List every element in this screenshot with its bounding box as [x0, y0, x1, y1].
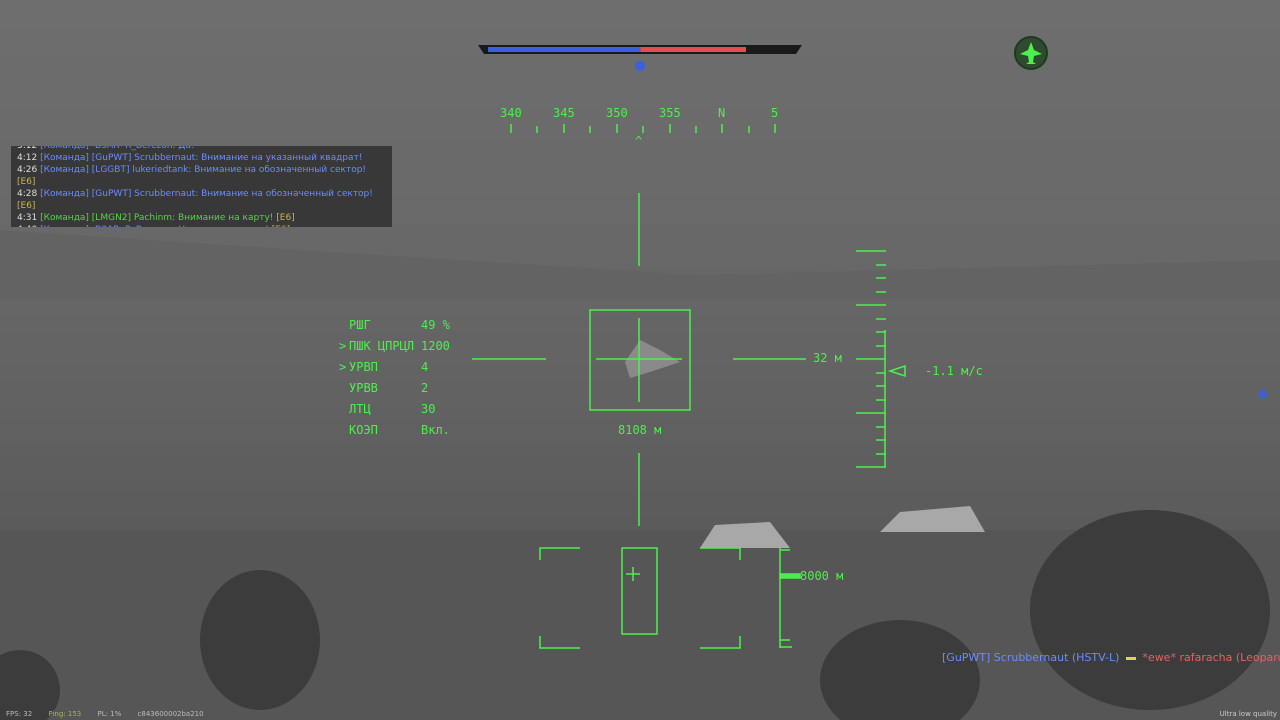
- fps: FPS: 32: [6, 710, 33, 718]
- weapon-param-row: КОЭП Вкл.: [339, 423, 479, 444]
- chat-message: 4:28 [Команда] [GuPWT] Scrubbernaut: Вни…: [17, 188, 386, 212]
- vertical-speed-readout: -1.1 м/с: [925, 364, 983, 378]
- param-value: 1200: [421, 339, 450, 353]
- param-label: РШГ: [349, 318, 371, 332]
- chat-grid-tag: [E6]: [276, 213, 295, 223]
- chat-grid-tag: [E6]: [17, 177, 36, 187]
- chat-time: 4:28: [17, 189, 38, 199]
- param-value: 2: [421, 381, 429, 395]
- killer-name: [GuPWT] Scrubbernaut (HSTV-L): [942, 651, 1120, 664]
- packet-loss: PL: 1%: [97, 710, 122, 718]
- weapon-param-row: >УРВП 4: [339, 360, 479, 381]
- altitude-readout: 32 м: [813, 351, 842, 365]
- chat-message: 3:12 [Команда] -B3AR- R_Berezon: Да!: [17, 146, 386, 152]
- compass-label: 355: [659, 106, 681, 120]
- chat-time: 4:40: [17, 225, 37, 227]
- param-value: 30: [421, 402, 436, 416]
- weapon-param-row: ЛТЦ 30: [339, 402, 479, 423]
- chat-text: [Команда] [LMGN2] Pachinm: Внимание на к…: [40, 213, 274, 223]
- chat-text: [Команда] [GuPWT] Scrubbernaut: Внимание…: [40, 189, 373, 199]
- chat-time: 3:12: [17, 146, 38, 151]
- session-id: c843600002ba210: [137, 710, 204, 718]
- param-value: 4: [421, 360, 429, 374]
- tank-silhouette: [880, 506, 985, 532]
- chat-message: 4:31 [Команда] [LMGN2] Pachinm: Внимание…: [17, 212, 386, 224]
- weapon-param-row: УРВВ 2: [339, 381, 479, 402]
- param-value: 49 %: [421, 318, 450, 332]
- param-label: УРВП: [349, 360, 378, 374]
- quality-label: Ultra low quality: [1219, 710, 1277, 718]
- victim-name: *ewe* rafaracha (Leopard 2K): [1142, 651, 1280, 664]
- compass-label: 345: [553, 106, 575, 120]
- param-label: КОЭП: [349, 423, 378, 437]
- chat-log: 3:12 [Команда] -B3AR- R_Berezon: Да! 4:1…: [11, 146, 392, 227]
- chat-text: [Команда] [GuPWT] Scrubbernaut: Внимание…: [40, 153, 363, 163]
- chat-text: [Команда] -B3AR- R_Berezon: Нужно прикры…: [40, 225, 269, 227]
- kill-feed: [GuPWT] Scrubbernaut (HSTV-L) *ewe* rafa…: [942, 651, 1280, 664]
- param-label: ПШК ЦПРЦЛ: [349, 339, 415, 353]
- compass-ticks: [510, 124, 776, 133]
- chat-message: 4:26 [Команда] [LGGBT] lukeriedtank: Вни…: [17, 164, 386, 188]
- param-label: ЛТЦ: [349, 402, 371, 416]
- chat-message: 4:40 [Команда] -B3AR- R_Berezon: Нужно п…: [17, 224, 386, 227]
- chat-time: 4:26: [17, 165, 38, 175]
- heading-marker: ^: [635, 134, 643, 148]
- weapon-param-row: >ПШК ЦПРЦЛ 1200: [339, 339, 479, 360]
- range-scale-readout: 8000 м: [800, 569, 844, 583]
- weapon-icon: [1125, 656, 1136, 660]
- team-blue-bar: [488, 47, 641, 52]
- weapon-param-row: РШГ 49 %: [339, 318, 479, 339]
- chat-grid-tag: [E6]: [272, 225, 290, 227]
- param-value: Вкл.: [421, 423, 450, 437]
- compass-label: N: [718, 106, 726, 120]
- ping: Ping: 153: [48, 710, 82, 718]
- tank-silhouette: [700, 522, 790, 548]
- chat-text: [Команда] [LGGBT] lukeriedtank: Внимание…: [40, 165, 367, 175]
- altitude-scale: [856, 250, 906, 468]
- status-bar: FPS: 32 Ping: 153 PL: 1% c843600002ba210: [6, 710, 218, 718]
- chat-grid-tag: [E6]: [17, 201, 36, 211]
- chat-text: [Команда] -B3AR- R_Berezon: Да!: [40, 146, 195, 151]
- target-range: 8108 м: [618, 423, 662, 437]
- weapon-frame: [539, 547, 801, 649]
- param-label: УРВВ: [349, 381, 378, 395]
- compass-label: 5: [771, 106, 779, 120]
- selected-indicator: >: [339, 339, 347, 353]
- selected-indicator: >: [339, 360, 347, 374]
- compass-label: 340: [500, 106, 522, 120]
- target-box: [589, 309, 691, 411]
- ally-marker-icon: [1257, 388, 1269, 398]
- capture-point-icon: [635, 61, 645, 71]
- compass-label: 350: [606, 106, 628, 120]
- chat-time: 4:31: [17, 213, 38, 223]
- team-red-bar: [640, 47, 746, 52]
- chat-time: 4:12: [17, 153, 38, 163]
- palm-trees: [0, 510, 1270, 720]
- chat-message: 4:12 [Команда] [GuPWT] Scrubbernaut: Вни…: [17, 152, 386, 164]
